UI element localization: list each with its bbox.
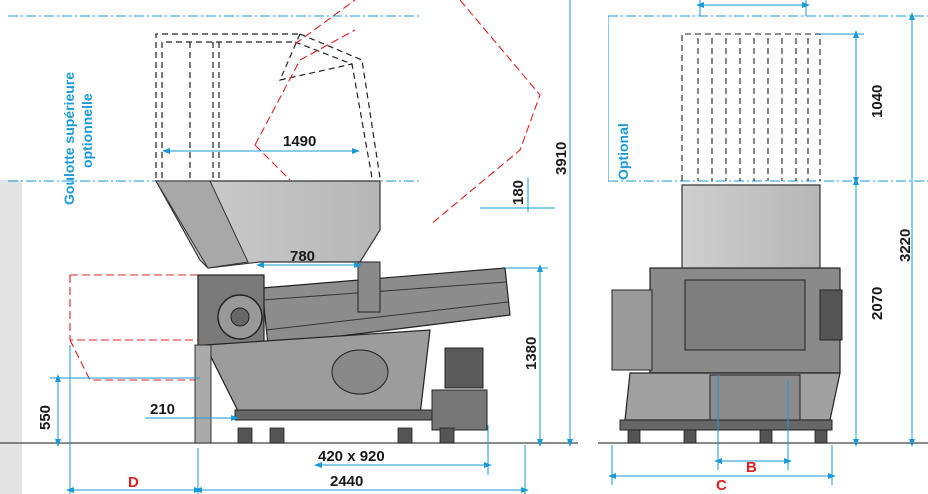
front-feet [627,429,828,444]
dim-machine-height: 2070 [869,287,886,320]
front-discharge [709,374,801,424]
front-view: 1040 2070 3220 B C Optional [598,0,928,494]
base-rail [234,409,436,421]
feed-conveyor [261,267,511,346]
rotor-hub [230,307,250,327]
front-margin-frame [608,16,609,181]
chute-label-line1: Goulotte supérieure [61,72,77,205]
motor-base [431,389,488,431]
rear-leg [194,344,212,444]
optional-chute-outline [155,33,381,179]
dim-overall-height: 3910 [553,142,570,175]
hopper-front-face [155,180,249,269]
front-gearbox [611,289,653,371]
margin-panel [0,180,22,494]
optional-label: Optional [615,123,631,180]
dim-hopper-width: 1490 [283,133,316,150]
front-base-rail [619,419,833,431]
pusher-column [357,261,381,313]
side-dimension-lines [50,0,573,494]
dim-chute-offset: 180 [510,180,527,205]
dim-overall-length: 2440 [330,473,363,490]
drive-motor [444,347,484,389]
front-control-box [819,289,843,341]
machine-feet [237,427,455,444]
front-dimension-lines [608,0,915,485]
motor-housing [331,349,389,395]
dim-c-label: C [716,477,727,494]
front-optional-chute [681,33,821,181]
front-hopper [681,184,821,271]
dim-feed-height: 1380 [523,337,540,370]
dim-base-offset: 210 [150,401,175,418]
dim-total-height: 3220 [897,229,914,262]
dim-inner-width: 780 [290,248,315,265]
dim-table-height: 550 [37,405,54,430]
dim-motor-footprint: 420 x 920 [318,448,385,465]
front-inner-panel [684,279,806,351]
machine-frame [204,329,431,416]
conveyor-rail-lower [265,301,509,331]
conveyor-rail [261,281,507,301]
dim-chute-height: 1040 [869,85,886,118]
side-view: 1490 780 3910 180 1380 550 210 420 x 920… [0,0,578,494]
dim-d-label: D [128,474,139,491]
chute-label-line2: optionnelle [79,93,95,168]
dim-b-label: B [746,459,757,476]
